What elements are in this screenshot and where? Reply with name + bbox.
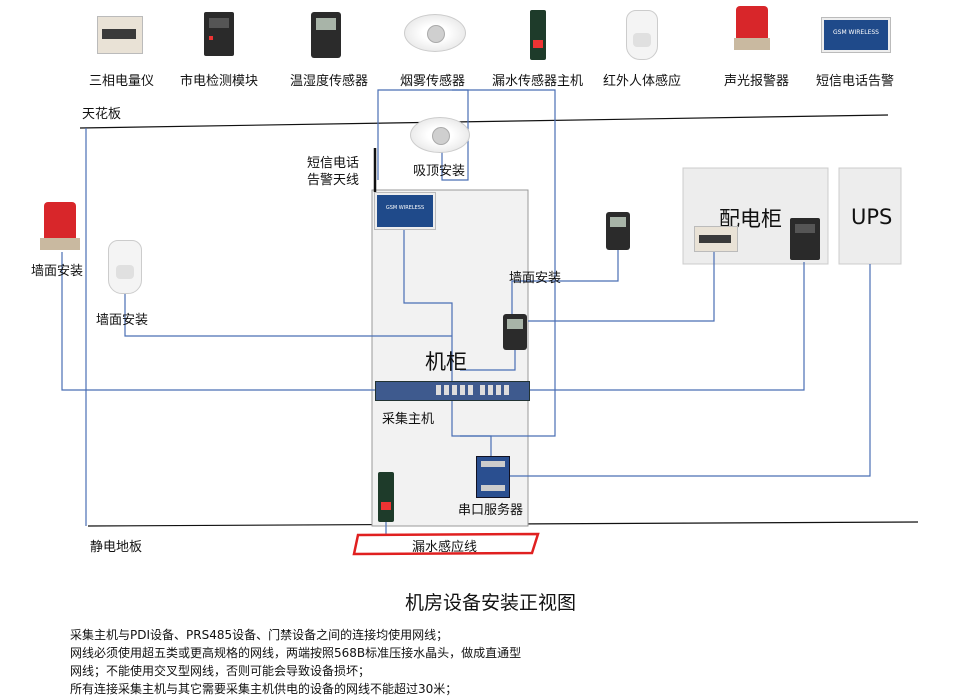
wire-th-cab [460, 350, 516, 371]
gsm-alarm-text: GSM WIRELESS [833, 29, 879, 36]
top-label-mains-module: 市电检测模块 [180, 74, 259, 89]
ups-label: UPS [851, 205, 893, 229]
wall-mount-pir-label: 墙面安装 [96, 313, 149, 328]
host-label: 采集主机 [382, 412, 435, 427]
cabinet-temp-humidity-icon [503, 314, 527, 350]
note-2: 网线必须使用超五类或更高规格的网线，两端按照568B标准压接水晶头，做成直通型 [70, 646, 522, 660]
diagram-title: 机房设备安装正视图 [405, 592, 577, 614]
pir-sensor-icon [626, 10, 658, 60]
wire-gsm [403, 225, 492, 456]
top-label-gsm: 短信电话告警 [816, 74, 895, 89]
pdu-power-meter-icon [694, 226, 738, 252]
cabinet-label: 机柜 [425, 350, 467, 374]
top-label-siren: 声光报警器 [724, 74, 790, 89]
installation-notes: 采集主机与PDI设备、PRS485设备、门禁设备之间的连接均使用网线； 网线必须… [70, 626, 521, 698]
leak-line-label: 漏水感应线 [412, 540, 478, 555]
leak-host-icon [530, 10, 546, 60]
ceiling-mount-label: 吸顶安装 [413, 164, 466, 179]
top-label-power-meter: 三相电量仪 [89, 74, 155, 89]
top-label-smoke: 烟雾传感器 [400, 74, 466, 89]
ceiling-line [79, 114, 889, 129]
serial-server-label: 串口服务器 [458, 503, 524, 518]
antenna-label-line1: 短信电话 [307, 156, 360, 171]
wire-pir [124, 292, 452, 337]
wall-temp-humidity-icon [606, 212, 630, 250]
leak-sensing-line [352, 532, 540, 556]
mains-module-icon [204, 12, 234, 56]
power-meter-icon [97, 16, 143, 54]
smoke-detector-icon [404, 14, 466, 52]
wire-ups [510, 264, 871, 477]
ceiling-label: 天花板 [82, 107, 122, 122]
note-1: 采集主机与PDI设备、PRS485设备、门禁设备之间的连接均使用网线； [70, 628, 449, 642]
ups-box [838, 167, 902, 265]
temp-humidity-sensor-icon [311, 12, 341, 58]
wire-meter [528, 250, 715, 322]
antenna-label-line2: 告警天线 [307, 173, 360, 188]
wire-siren [61, 252, 378, 391]
wire-leak-riser [452, 89, 556, 437]
note-3: 网线；不能使用交叉型网线，否则可能会导致设备损坏； [70, 664, 371, 678]
pdu-mains-module-icon [790, 218, 820, 260]
siren-icon [734, 6, 770, 50]
wall-siren-icon [40, 202, 80, 250]
floor-label: 静电地板 [90, 540, 143, 555]
wall-mount-th-label: 墙面安装 [509, 271, 562, 286]
ceiling-smoke-detector-icon [410, 117, 470, 153]
cabinet-gsm-unit-icon: GSM WIRELESS [375, 193, 435, 229]
wire-th-wall [511, 250, 619, 318]
cabinet-leak-host-icon [378, 472, 394, 522]
collection-host-icon [375, 381, 530, 401]
wall-mount-left-label: 墙面安装 [31, 264, 84, 279]
gsm-alarm-icon: GSM WIRELESS [822, 18, 890, 52]
top-label-temp-humidity: 温湿度传感器 [290, 74, 369, 89]
serial-server-icon [476, 456, 510, 498]
top-label-leak-host: 漏水传感器主机 [492, 74, 584, 89]
top-label-pir: 红外人体感应 [603, 74, 682, 89]
wall-pir-icon [108, 240, 142, 294]
note-4: 所有连接采集主机与其它需要采集主机供电的设备的网线不能超过30米； [70, 682, 458, 696]
wire-mains [528, 262, 805, 391]
